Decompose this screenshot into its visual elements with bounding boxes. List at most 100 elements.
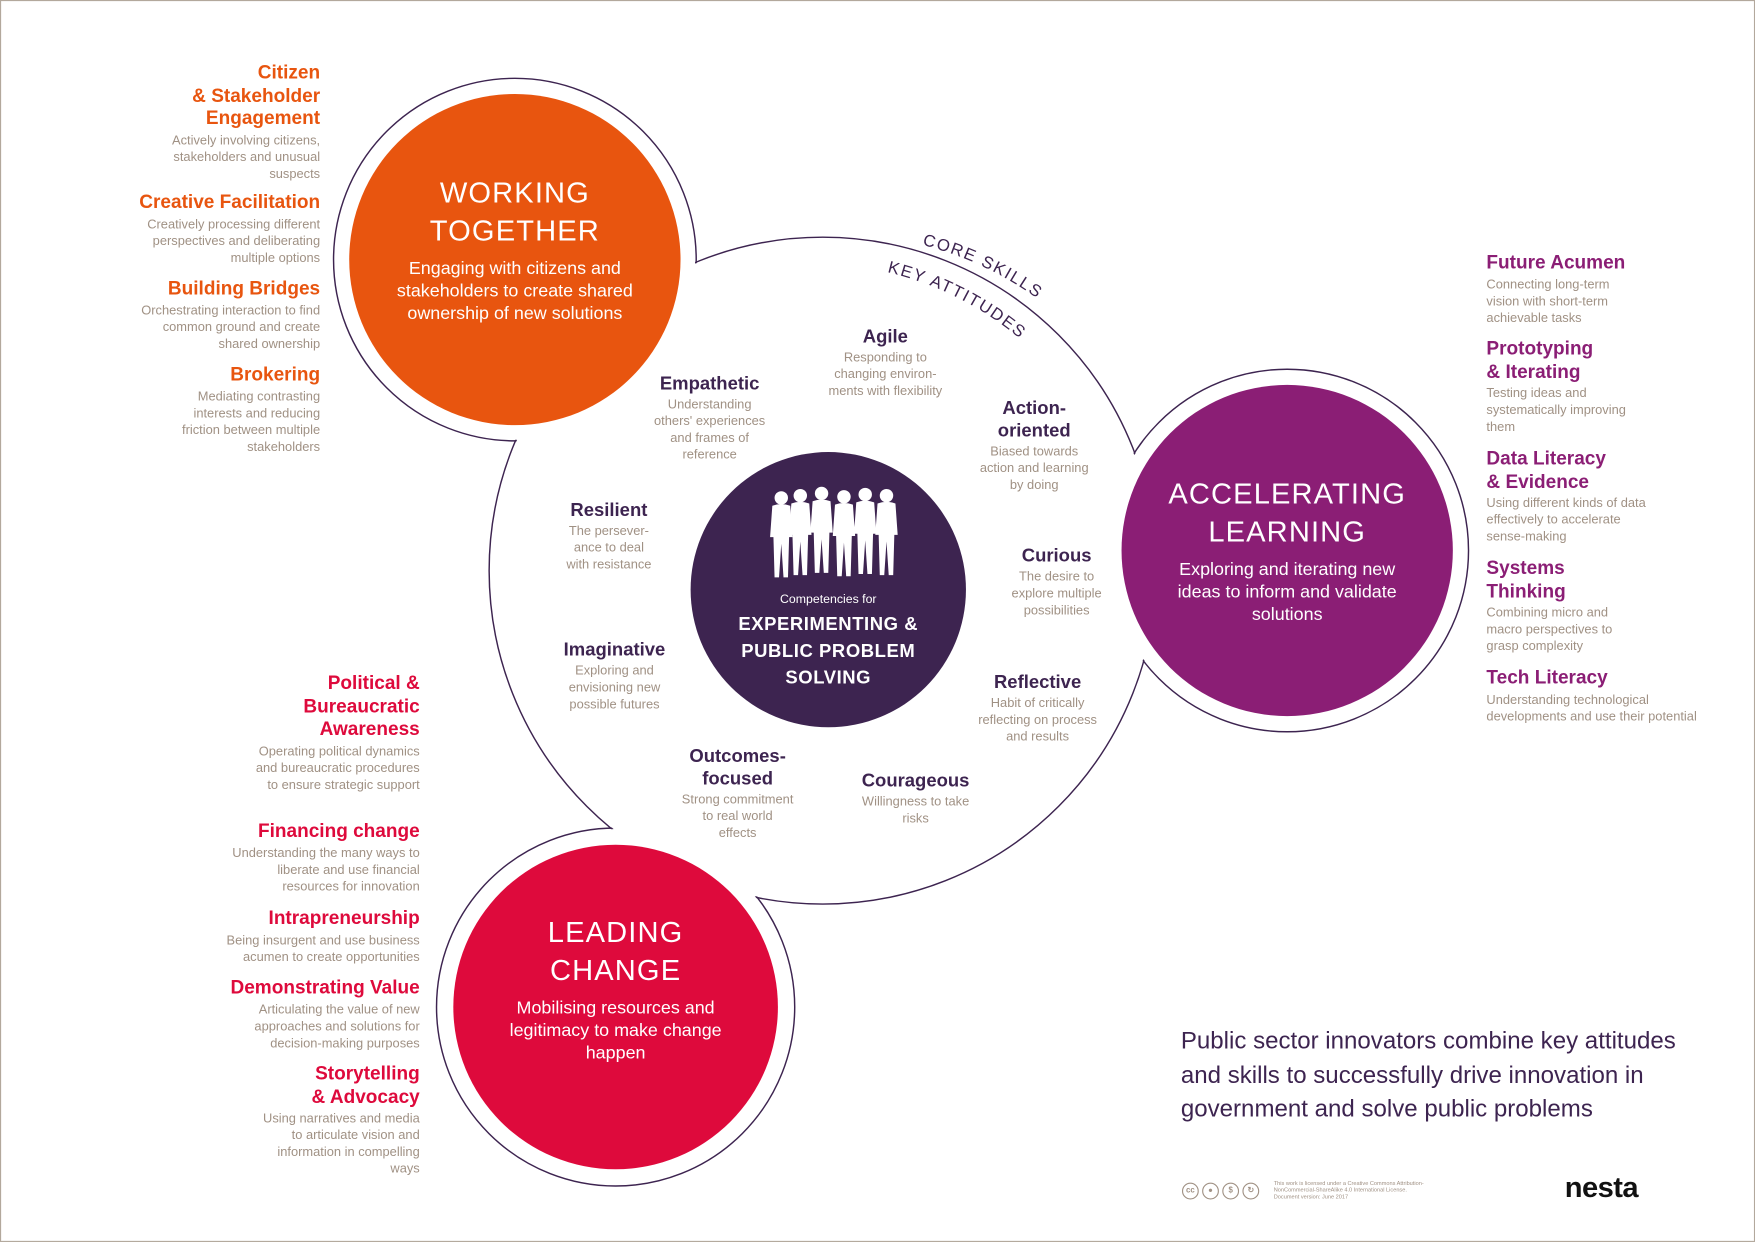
hub-accelerating-learning xyxy=(1121,384,1453,717)
skill-description: Actively involving citizens, stakeholder… xyxy=(172,133,321,181)
skill-item: Brokering Mediating contrasting interest… xyxy=(63,364,320,456)
skill-description: Understanding the many ways to liberate … xyxy=(232,846,420,894)
skill-description: Using narratives and media to articulate… xyxy=(263,1112,420,1176)
attitude-title: Resilient xyxy=(570,500,648,521)
tagline: Public sector innovators combine key att… xyxy=(1180,1027,1676,1123)
skill-item: Building Bridges Orchestrating interacti… xyxy=(63,277,320,353)
skill-title: Future Acumen xyxy=(1486,251,1626,274)
center-subtitle: Competencies for xyxy=(780,593,877,607)
skill-title: Intrapreneurship xyxy=(268,907,420,929)
center-circle xyxy=(690,452,966,728)
skill-title: Building Bridges xyxy=(167,277,321,299)
skill-item: Intrapreneurship Being insurgent and use… xyxy=(162,907,420,966)
skill-description: Articulating the value of new approaches… xyxy=(254,1003,420,1051)
cc-nc-icon: $ xyxy=(1222,1182,1240,1199)
skill-description: Operating political dynamics and bureauc… xyxy=(255,744,420,792)
skill-description: Understanding technological developments… xyxy=(1486,693,1697,724)
skill-description: Combining micro and macro perspectives t… xyxy=(1486,606,1613,654)
skill-item: Prototyping& Iterating Testing ideas and… xyxy=(1486,338,1743,436)
license-line: This work is licensed under a Creative C… xyxy=(1273,1180,1424,1188)
cc-sa-icon: ↻ xyxy=(1242,1182,1260,1199)
skill-description: Connecting long-term vision with short-t… xyxy=(1486,278,1610,326)
skill-title: Brokering xyxy=(230,363,321,385)
attitude-title: Curious xyxy=(1021,546,1092,567)
skill-item: Creative Facilitation Creatively process… xyxy=(63,191,320,267)
skill-title: Tech Literacy xyxy=(1486,666,1608,689)
license-block: cc ● $ ↻ This work is licensed under a C… xyxy=(1181,1180,1464,1201)
skill-item: Demonstrating Value Articulating the val… xyxy=(162,977,419,1053)
license-line: Document version: June 2017 xyxy=(1273,1193,1349,1201)
attitude-title: Outcomes-focused xyxy=(689,746,786,789)
skill-item: Future Acumen Connecting long-term visio… xyxy=(1486,252,1743,328)
attitude-title: Empathetic xyxy=(659,373,760,394)
hub-working-together xyxy=(349,93,681,426)
attitude-title: Imaginative xyxy=(563,640,666,661)
skill-title: Creative Facilitation xyxy=(139,191,321,213)
hub-description: Engaging with citizens and stakeholders … xyxy=(396,259,633,324)
cc-by-icon: ● xyxy=(1202,1182,1219,1199)
skill-title: Data Literacy& Evidence xyxy=(1486,447,1606,492)
skill-description: Being insurgent and use business acumen … xyxy=(226,933,420,964)
center-label: Competencies for EXPERIMENTING &PUBLIC P… xyxy=(694,593,963,691)
skill-item: Financing change Understanding the many … xyxy=(162,820,419,896)
license-text: This work is licensed under a Creative C… xyxy=(1274,1180,1464,1200)
skill-title: Financing change xyxy=(257,820,420,842)
hub-description: Exploring and iterating new ideas to inf… xyxy=(1177,560,1397,625)
skill-title: Demonstrating Value xyxy=(230,976,420,999)
attitude-title: Courageous xyxy=(861,770,970,792)
skill-description: Testing ideas and systematically improvi… xyxy=(1486,387,1626,435)
attitude-title: Reflective xyxy=(993,672,1082,693)
cc-icon: cc xyxy=(1181,1182,1199,1199)
attitude-title: Action-oriented xyxy=(997,398,1071,441)
skill-description: Orchestrating interaction to find common… xyxy=(141,303,321,351)
skill-description: Mediating contrasting interests and redu… xyxy=(182,389,321,454)
hub-description: Mobilising resources and legitimacy to m… xyxy=(509,999,722,1063)
hub-leading-change xyxy=(453,844,778,1170)
skill-title: Prototyping& Iterating xyxy=(1486,337,1594,383)
skill-title: Storytelling& Advocacy xyxy=(311,1062,420,1108)
skill-item: Data Literacy& Evidence Using different … xyxy=(1486,448,1743,546)
skill-item: Storytelling& Advocacy Using narratives … xyxy=(162,1062,420,1178)
skill-description: Using different kinds of data effectivel… xyxy=(1486,496,1646,544)
nesta-logo: nesta xyxy=(1564,1170,1639,1204)
attitude-title: Agile xyxy=(862,326,908,347)
license-line: NonCommercial-ShareAlike 4.0 Internation… xyxy=(1273,1187,1407,1194)
skill-description: Creatively processing different perspect… xyxy=(147,217,321,265)
outline-working-together xyxy=(332,77,697,442)
skill-item: Tech Literacy Understanding technologica… xyxy=(1486,667,1743,726)
